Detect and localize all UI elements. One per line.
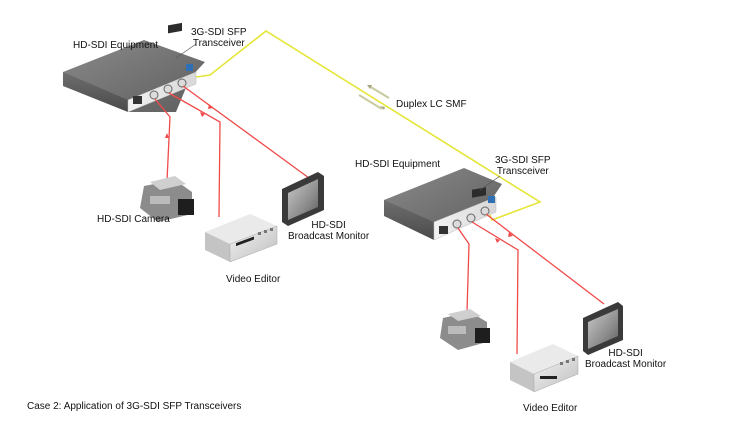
- monitor-label-a-line2: Broadcast Monitor: [288, 231, 370, 242]
- sfp-transceiver-a[interactable]: [168, 22, 182, 34]
- editor-cable-a: [168, 92, 221, 218]
- equipment-label-a: HD-SDI Equipment: [73, 40, 159, 51]
- camera-cable-b: [457, 227, 470, 313]
- sfp-label-a-line1: 3G-SDI SFP: [191, 27, 247, 38]
- site-a: [63, 22, 324, 263]
- sdi-cables-b: [457, 213, 605, 355]
- hd-sdi-equipment-b[interactable]: [384, 168, 502, 241]
- sfp-callout-b: [479, 175, 501, 191]
- camera-label-a: HD-SDI Camera: [97, 214, 170, 225]
- fiber-label: Duplex LC SMF: [396, 99, 467, 110]
- site-b: [384, 168, 623, 393]
- hd-sdi-equipment-a[interactable]: [63, 22, 205, 113]
- sdi-cables-a: [154, 85, 310, 218]
- broadcast-monitor-a[interactable]: [282, 172, 324, 226]
- figure-caption: Case 2: Application of 3G-SDI SFP Transc…: [27, 401, 242, 412]
- camera-b[interactable]: [440, 309, 490, 350]
- sfp-label-b: 3G-SDI SFP Transceiver: [495, 155, 551, 177]
- sfp-label-a: 3G-SDI SFP Transceiver: [191, 27, 247, 49]
- signal-arrows-a: [165, 104, 213, 138]
- sfp-label-a-line2: Transceiver: [192, 38, 245, 49]
- monitor-label-b-line1: HD-SDI: [608, 348, 643, 359]
- camera-cable-a: [154, 98, 171, 182]
- editor-label-a: Video Editor: [226, 274, 281, 285]
- editor-cable-b: [471, 221, 519, 355]
- equipment-label-b: HD-SDI Equipment: [355, 159, 441, 170]
- lc-connector-a: [186, 64, 193, 71]
- hd-sdi-camera-a[interactable]: [140, 176, 194, 222]
- lc-connector-b: [488, 196, 495, 203]
- sfp-transceiver-b[interactable]: [472, 187, 486, 198]
- video-editor-a[interactable]: [205, 214, 278, 263]
- video-editor-b[interactable]: [510, 344, 579, 393]
- broadcast-monitor-b[interactable]: [583, 302, 623, 355]
- monitor-label-b-line2: Broadcast Monitor: [585, 359, 667, 370]
- signal-arrows-b: [495, 232, 513, 243]
- monitor-label-b: HD-SDI Broadcast Monitor: [585, 348, 666, 370]
- fiber-direction-arrows: [358, 85, 390, 110]
- monitor-cable-a: [182, 85, 310, 179]
- monitor-label-a-line1: HD-SDI: [311, 220, 346, 231]
- monitor-cable-b: [485, 213, 605, 305]
- sfp-label-b-line2: Transceiver: [496, 166, 549, 177]
- sfp-callout-a: [175, 43, 197, 59]
- fiber-arrow-heads: [367, 85, 385, 110]
- monitor-label-a: HD-SDI Broadcast Monitor: [288, 220, 369, 242]
- editor-label-b: Video Editor: [523, 403, 578, 414]
- sfp-label-b-line1: 3G-SDI SFP: [495, 155, 551, 166]
